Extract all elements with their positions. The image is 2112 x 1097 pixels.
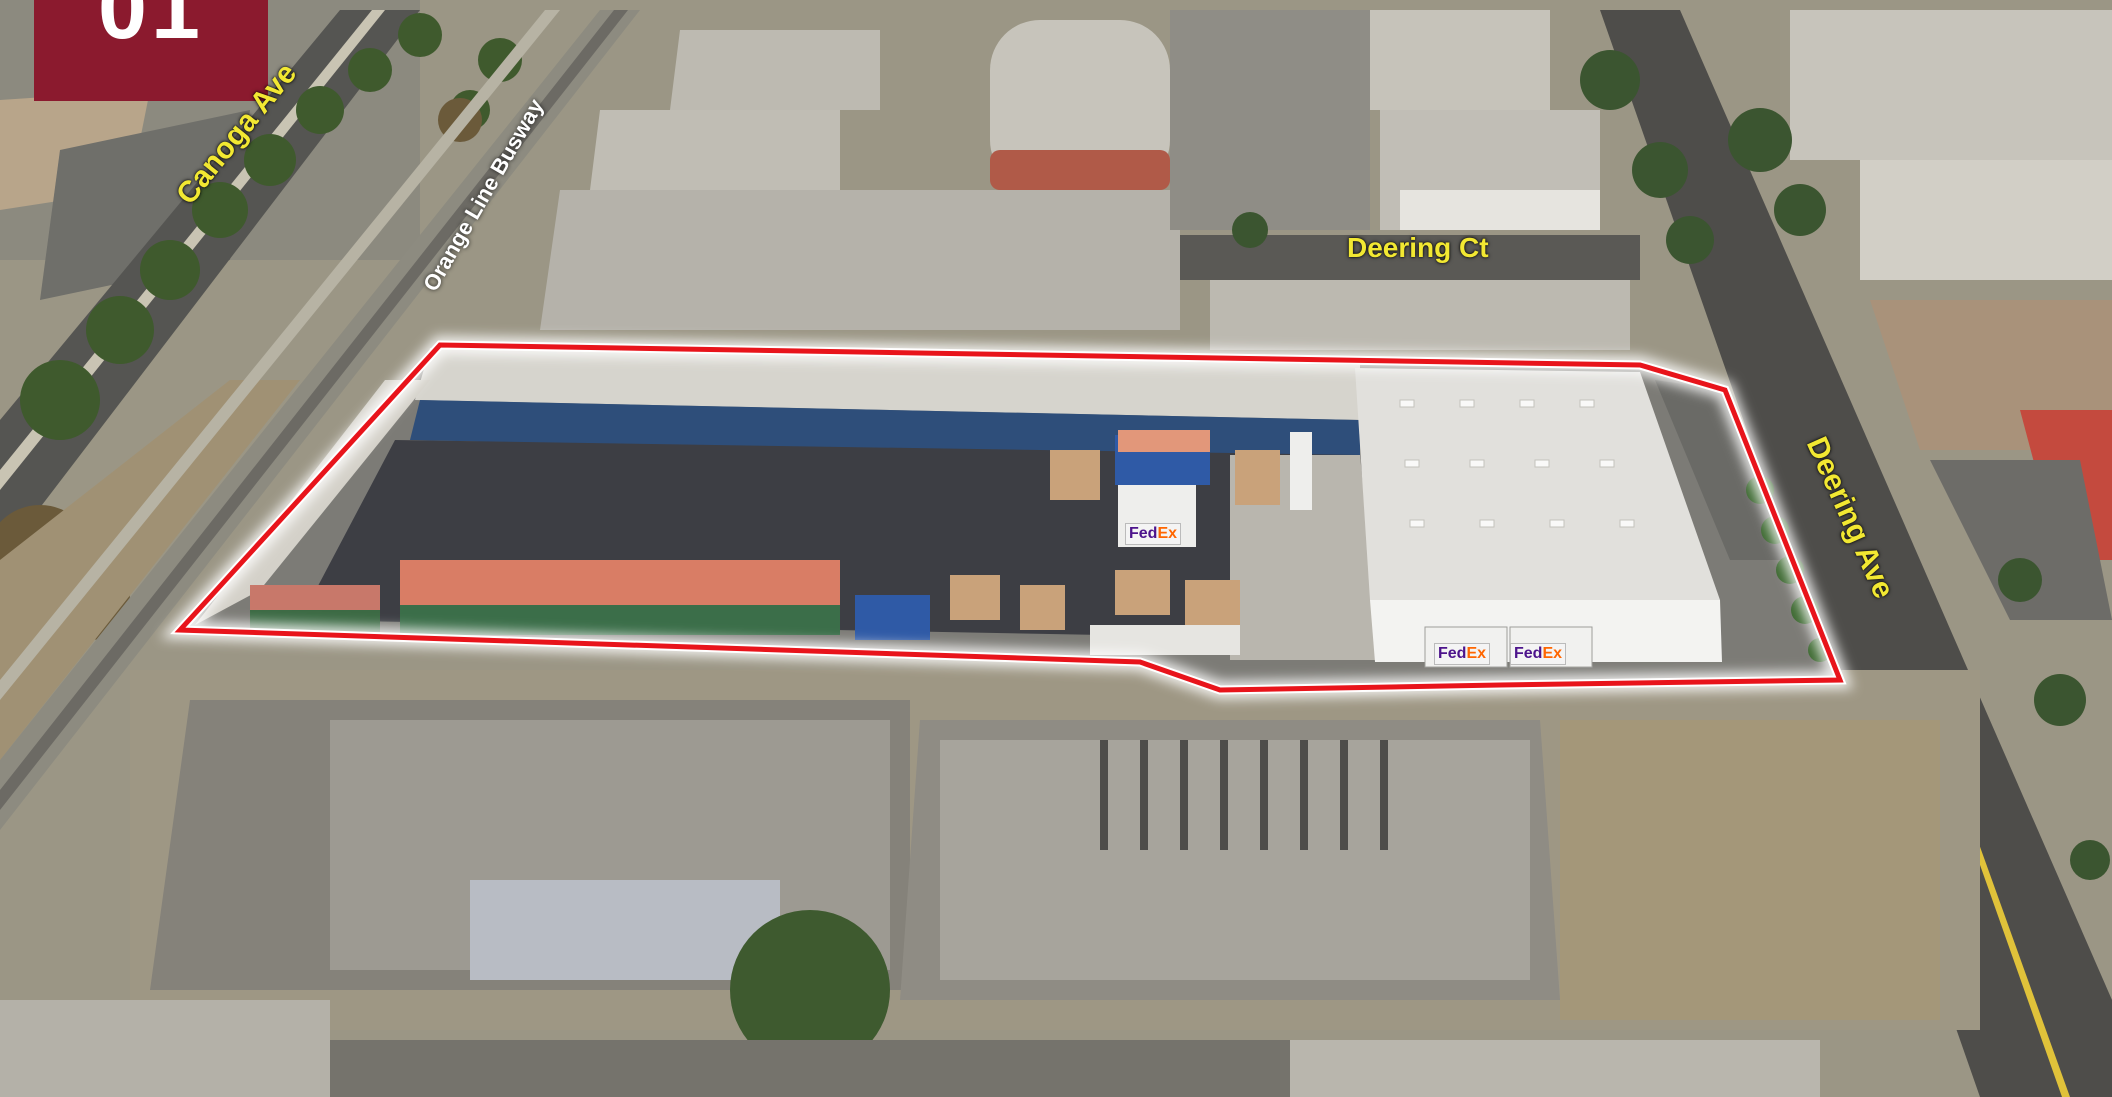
skylights <box>1399 399 1635 528</box>
north-warehouse-1 <box>540 190 1180 330</box>
canoga-ave-median <box>0 10 385 490</box>
north-warehouse-4 <box>1370 10 1550 110</box>
main-building-roof <box>1355 368 1720 600</box>
deering-ct-building <box>1210 280 1630 350</box>
west-dirt <box>0 380 300 760</box>
south-trailer <box>1090 625 1240 655</box>
deering-ave-road <box>1600 10 2112 1097</box>
north-warehouse-5-face <box>1400 190 1600 230</box>
property-boundary <box>174 342 1844 693</box>
east-lot <box>1930 460 2112 620</box>
north-warehouse-7 <box>1860 160 2112 280</box>
south-warehouse-left <box>0 1000 330 1097</box>
north-lot <box>1170 10 1370 230</box>
deering-ct-road <box>1180 235 1640 280</box>
south-road <box>330 1040 1290 1097</box>
parcel-number: 01 <box>98 0 204 57</box>
east-parking <box>1655 380 1790 560</box>
deering-ct-label: Deering Ct <box>1347 232 1489 263</box>
yard-trailer-2 <box>1290 432 1312 510</box>
south-slab <box>940 740 1530 980</box>
concrete-apron <box>1230 455 1380 660</box>
south-materials-yard <box>1560 720 1940 1020</box>
orange-container <box>1118 430 1210 452</box>
north-warehouse-3 <box>670 30 880 110</box>
pallet-stacks <box>950 450 1280 630</box>
canoga-ave-road <box>0 10 420 560</box>
parcel-number-badge: 01 <box>34 0 268 101</box>
busway-strip <box>0 10 640 830</box>
busway-lanes <box>0 10 628 810</box>
west-canopy <box>195 380 430 625</box>
south-structure-metal <box>470 880 780 980</box>
trailer-row <box>250 560 840 635</box>
north-warehouse-6 <box>1790 10 2112 160</box>
dock-canopy <box>415 348 1360 420</box>
north-round-building-trim <box>990 150 1170 190</box>
steel-columns <box>1100 740 1388 850</box>
south-tree <box>730 910 890 1070</box>
fedex-logo-truck-2: FedEx <box>1510 643 1567 665</box>
south-warehouse-right <box>1290 1040 1820 1097</box>
north-warehouse-2 <box>590 110 840 190</box>
blue-tarp <box>855 595 930 640</box>
east-trees <box>1232 50 2110 880</box>
fedex-logo-yard: FedEx <box>1125 523 1182 545</box>
canoga-trees <box>20 13 522 440</box>
fedex-logo-truck-1: FedEx <box>1434 643 1491 665</box>
bike-path <box>0 10 560 700</box>
north-round-building <box>990 20 1170 190</box>
